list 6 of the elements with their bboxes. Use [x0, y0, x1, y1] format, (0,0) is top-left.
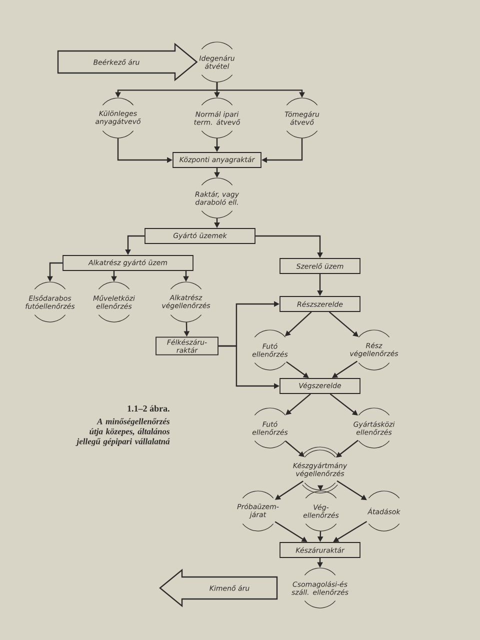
arrow — [332, 360, 358, 378]
arrow — [286, 394, 311, 415]
caption: 1.1–2 ábra. — [128, 405, 170, 412]
arrow — [285, 440, 304, 457]
block-arrow — [159, 568, 278, 608]
caption-text: A minőségellenőrzés útja közepes, általános jellegű gépipari vállalatná — [76, 418, 170, 446]
